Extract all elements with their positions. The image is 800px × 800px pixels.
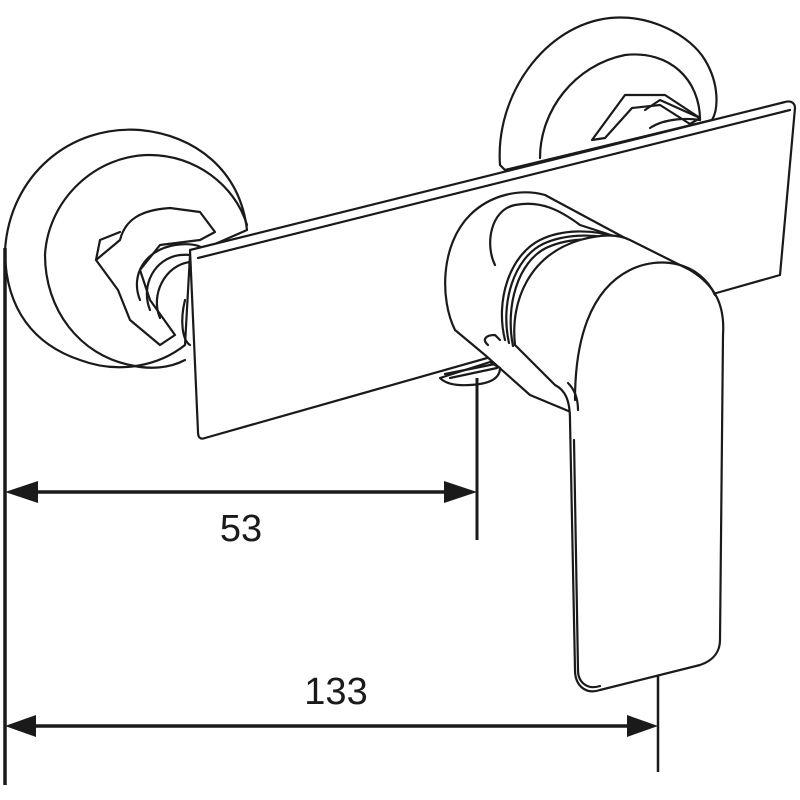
left-wall-flange xyxy=(3,128,249,369)
dimension-133 xyxy=(5,715,658,737)
lever-handle xyxy=(513,234,725,693)
dimension-guides xyxy=(3,248,660,785)
dimension-53 xyxy=(5,481,477,503)
dimension-label-133: 133 xyxy=(304,671,368,713)
dimension-label-53: 53 xyxy=(219,508,263,550)
